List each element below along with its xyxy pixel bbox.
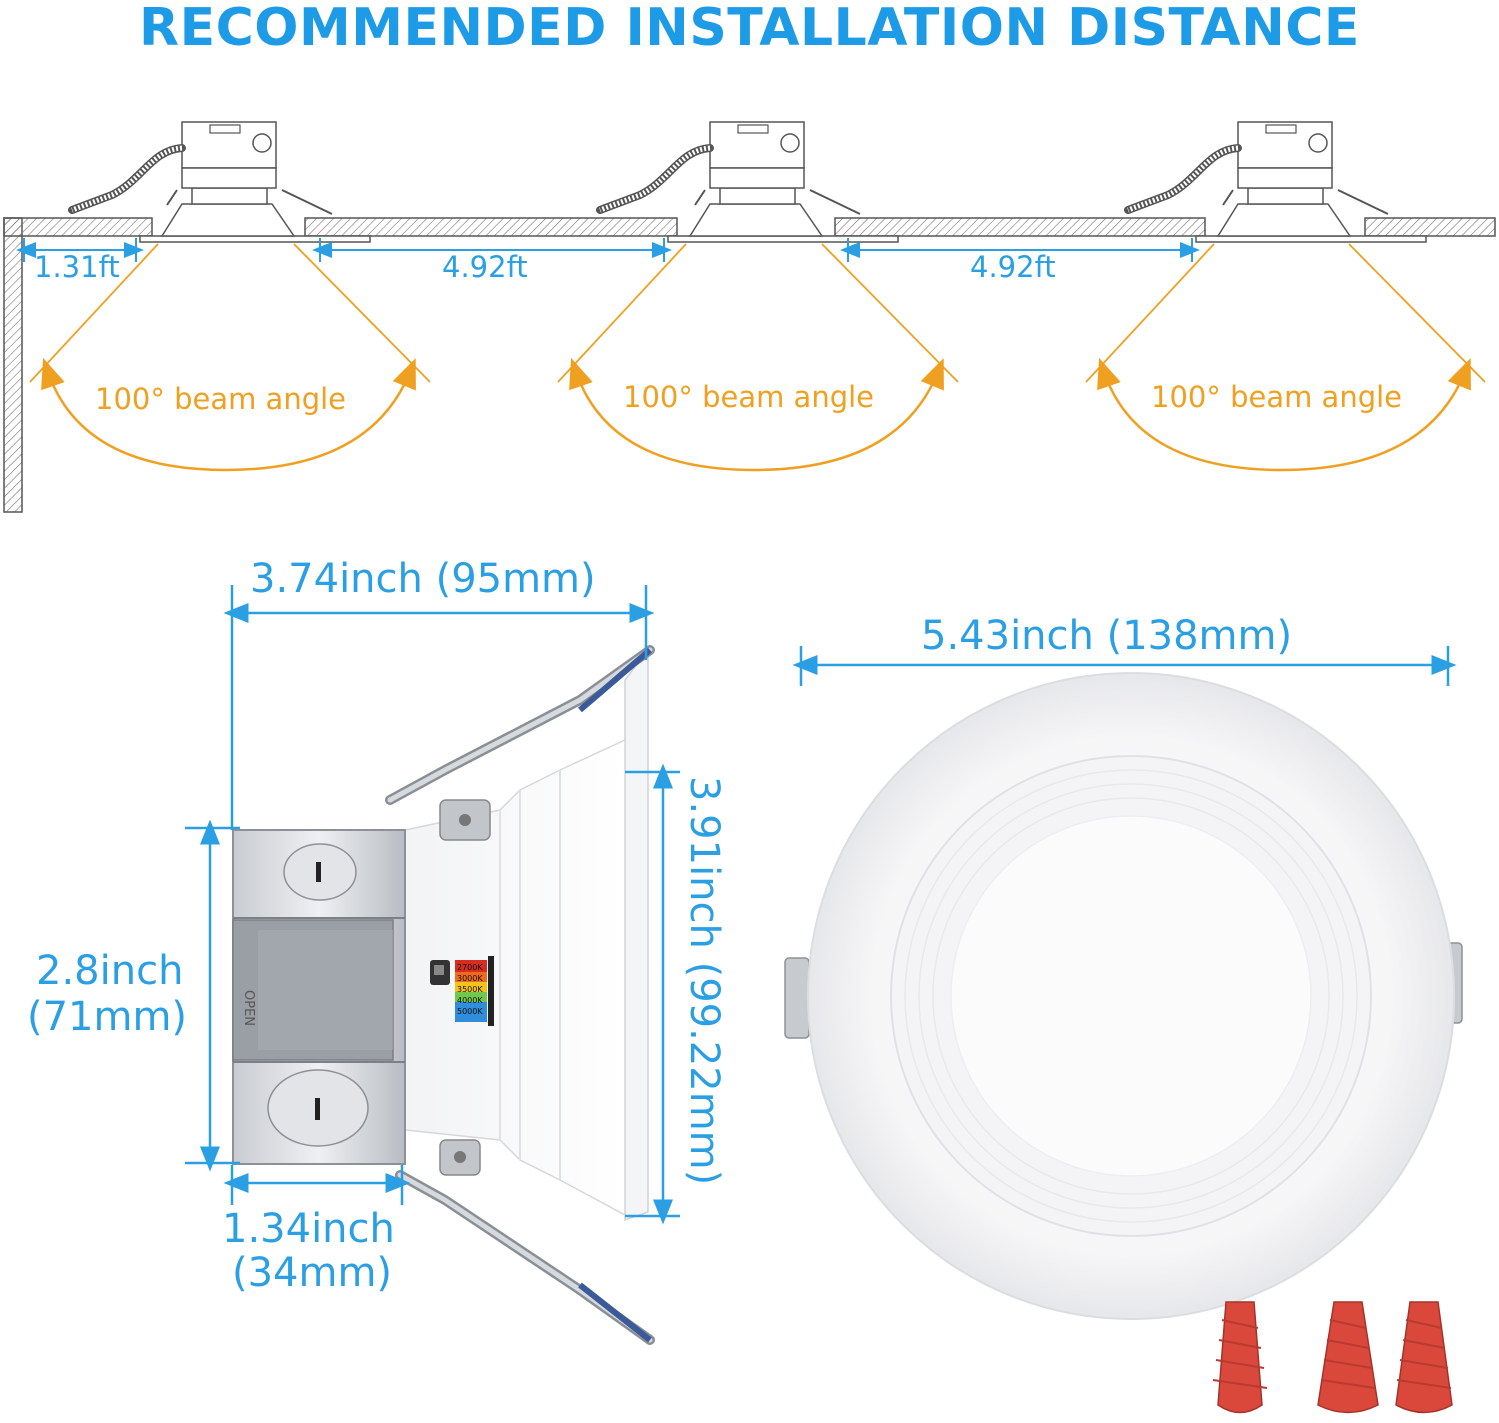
beam-angle-label-2: 100° beam angle	[623, 380, 875, 414]
cct-option-label: 3000K	[457, 974, 483, 983]
junction-box-icon	[709, 121, 805, 169]
beam-angle-label-3: 100° beam angle	[1151, 380, 1403, 414]
wire-connector-icon	[1395, 1301, 1453, 1414]
beam-cone	[29, 243, 431, 472]
total-height-label: 3.91inch (99.22mm)	[681, 776, 727, 1186]
cct-option-label: 5000K	[457, 1007, 483, 1016]
front-diameter-label: 5.43inch (138mm)	[921, 613, 1293, 659]
ceiling	[3, 217, 1496, 513]
box-height-label-line1: 2.8inch	[36, 948, 184, 994]
front-view-fixture	[784, 672, 1463, 1320]
beam-angle-label-1: 100° beam angle	[95, 382, 347, 416]
spacing-label-2: 4.92ft	[970, 250, 1056, 284]
junction-box-icon	[181, 121, 277, 169]
beam-cone	[1085, 243, 1486, 472]
junction-box-label: OPEN	[241, 990, 256, 1027]
wire-connector-icon	[1212, 1301, 1268, 1414]
downlight-icons	[68, 121, 1427, 243]
cct-option-label: 4000K	[457, 996, 483, 1005]
cct-option-label: 3500K	[457, 985, 483, 994]
wire-connector-icons	[1212, 1301, 1453, 1414]
cct-option-label: 2700K	[457, 963, 483, 972]
front-view-dimension	[792, 646, 1457, 686]
page-title: RECOMMENDED INSTALLATION DISTANCE	[139, 0, 1360, 58]
cct-switch: 2700K 3000K 3500K 4000K 5000K	[457, 963, 483, 1016]
downlight-icon	[1124, 121, 1427, 243]
wire-connector-icon	[1317, 1301, 1379, 1414]
fixture-width-label: 3.74inch (95mm)	[250, 556, 596, 602]
wall-distance-label: 1.31ft	[34, 250, 120, 284]
downlight-icon	[68, 121, 371, 243]
side-view-fixture	[232, 645, 655, 1345]
box-height-label-line2: (71mm)	[27, 994, 188, 1040]
side-view-dimensions	[185, 585, 680, 1225]
junction-box-icon	[1237, 121, 1333, 169]
box-depth-label-line1: 1.34inch	[222, 1206, 395, 1252]
box-depth-label-line2: (34mm)	[232, 1250, 393, 1296]
distance-dimension-lines	[16, 238, 1200, 262]
beam-cone	[557, 243, 959, 472]
downlight-icon	[596, 121, 899, 243]
spacing-label-1: 4.92ft	[442, 250, 528, 284]
beam-angle-arcs	[29, 243, 1486, 472]
